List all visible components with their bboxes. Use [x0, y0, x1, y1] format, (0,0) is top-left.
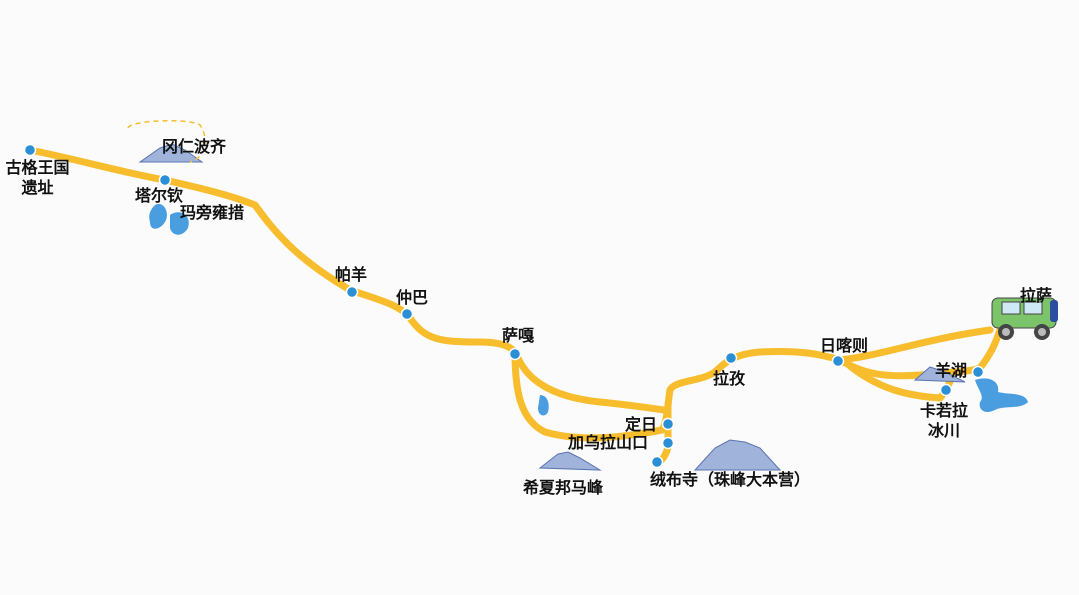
label-manasarovar: 玛旁雍措 [180, 203, 245, 222]
lake-yamdrok [975, 378, 1028, 413]
mountain-everest-icon [693, 439, 782, 471]
mountain-karola-icon [913, 366, 966, 383]
label-karola: 卡若拉 冰川 [915, 401, 973, 441]
stop-gawula [661, 436, 675, 450]
label-lhasa: 拉萨 [1020, 286, 1053, 305]
label-tingri: 定日 [625, 415, 658, 434]
label-karola-line2: 冰川 [927, 421, 960, 440]
label-saga: 萨嘎 [502, 326, 535, 345]
mountain-shishapangma-icon [538, 451, 602, 471]
label-kailash: 冈仁波齐 [162, 137, 227, 156]
stop-paryang [345, 285, 359, 299]
label-lhatse: 拉孜 [713, 369, 746, 388]
label-zhongba: 仲巴 [396, 288, 429, 307]
label-guge-line2: 遗址 [21, 178, 54, 197]
stop-karola [939, 383, 953, 397]
label-guge-line1: 古格王国 [5, 158, 70, 177]
label-darchen: 塔尔钦 [135, 186, 184, 205]
stop-zhongba [400, 307, 414, 321]
lake-pekutso [538, 395, 549, 416]
label-rongbuk: 绒布寺（珠峰大本营） [650, 470, 811, 489]
stop-shigatse [831, 354, 845, 368]
label-shishapangma: 希夏邦马峰 [523, 478, 604, 497]
label-karola-line1: 卡若拉 [919, 401, 968, 420]
stop-darchen [158, 173, 172, 187]
stop-saga [508, 347, 522, 361]
stop-tingri [661, 417, 675, 431]
label-paryang: 帕羊 [335, 265, 368, 284]
route-main [26, 146, 519, 356]
route-lower-loop [511, 348, 666, 442]
label-guge: 古格王国 遗址 [0, 158, 75, 198]
lake-manasarovar [149, 203, 189, 235]
label-yamdrok: 羊湖 [935, 361, 968, 380]
stop-yamdrok [971, 365, 985, 379]
car-icon [991, 297, 1058, 340]
mountain-icons [127, 119, 966, 471]
route-tingri [658, 326, 994, 434]
route-upper-loop [514, 354, 668, 414]
stop-lhatse [724, 351, 738, 365]
route-shigatse-lhasa-south [836, 326, 1004, 380]
stop-guge [23, 143, 37, 157]
label-shigatse: 日喀则 [820, 336, 869, 355]
stop-rongbuk [650, 455, 664, 469]
label-gawula: 加乌拉山口 [568, 433, 649, 452]
